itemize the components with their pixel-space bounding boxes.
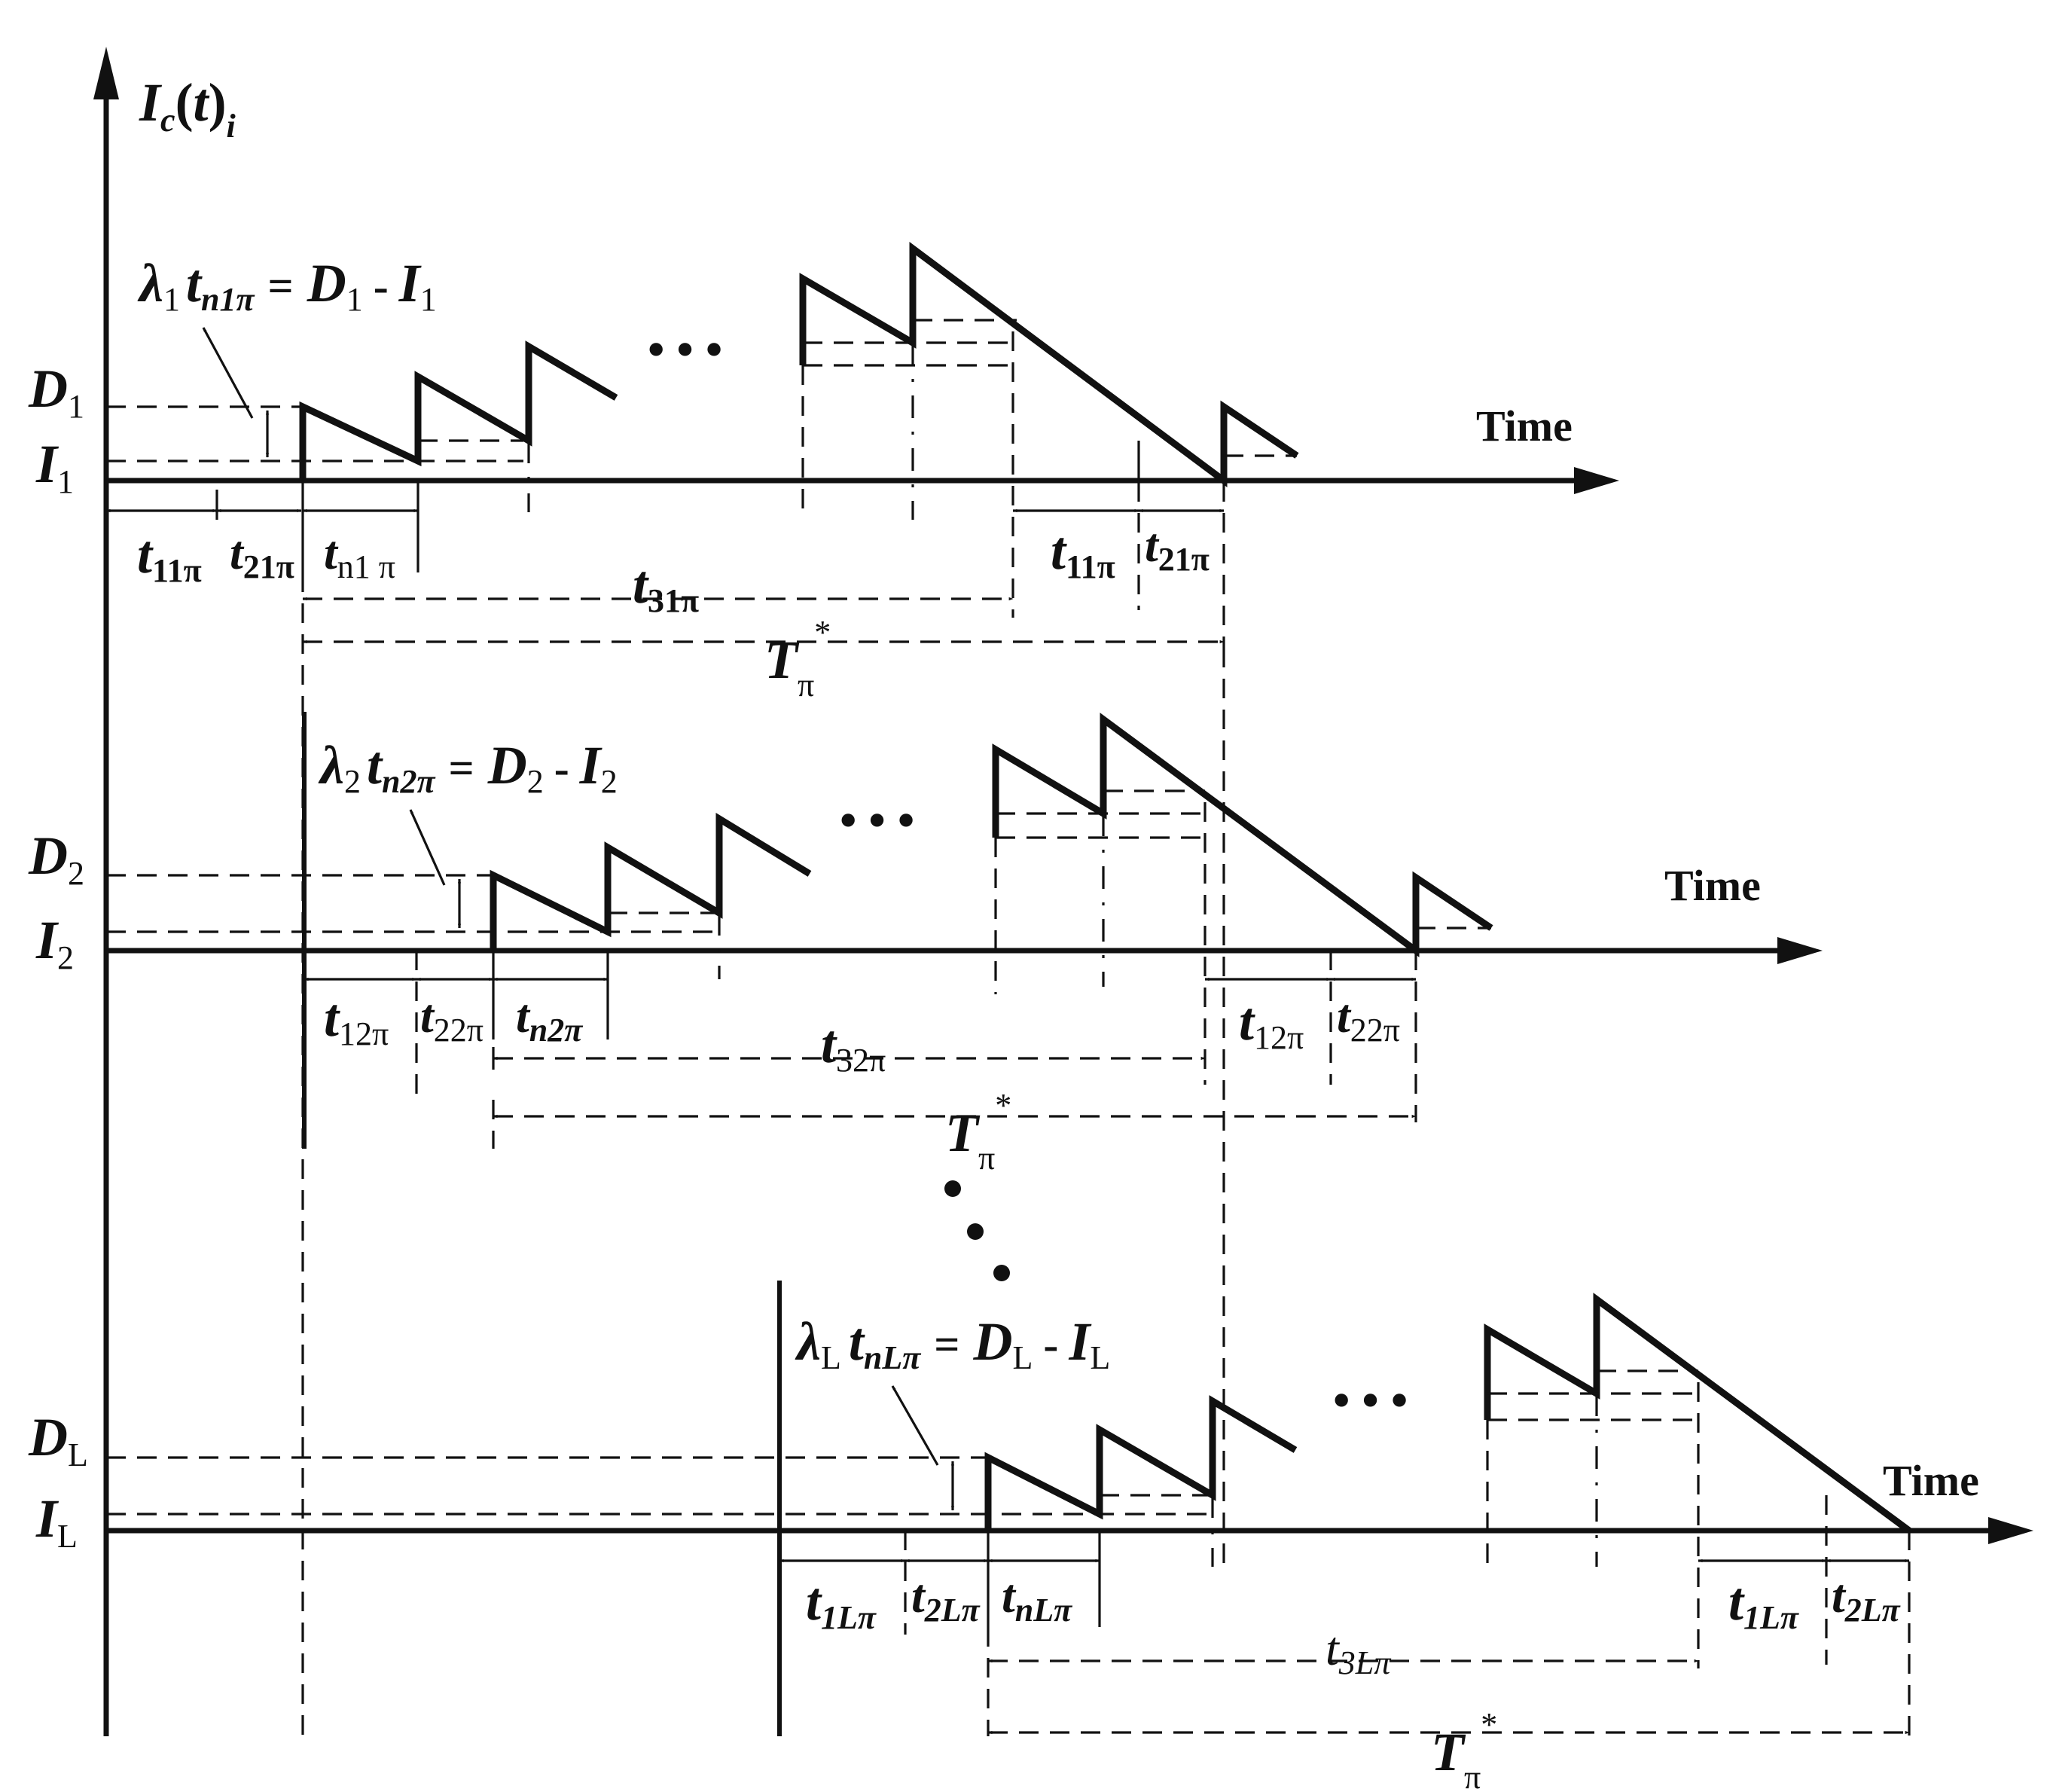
sawtooth-wave-La [984, 1395, 1298, 1531]
t3L-label: t3Lπ [1325, 1622, 1392, 1681]
ellipsis-L: • • • [1333, 1373, 1408, 1427]
t32-label: t32π [821, 1014, 886, 1079]
t12-label: t12π [324, 988, 389, 1052]
i2-level-label: I2 [35, 910, 74, 976]
time-axis-L-arrowhead [1988, 1517, 2033, 1544]
tn1-label: tn1 π [324, 526, 395, 585]
time-axis-1-arrowhead [1574, 467, 1619, 494]
d1-level-label: D1 [28, 359, 84, 425]
t2L-right-label: t2Lπ [1832, 1569, 1901, 1629]
t1L-right-label: t1Lπ [1728, 1571, 1799, 1636]
ellipsis-1: • • • [648, 322, 722, 376]
sawtooth-wave-1a [299, 340, 618, 481]
t31-label: t31π [633, 554, 699, 619]
t11-right-label: t11π [1051, 521, 1115, 585]
equation-pointer-1 [202, 327, 254, 419]
ellipsis-2: • • • [840, 793, 914, 847]
sawtooth-wave-2a [490, 812, 812, 951]
iL-level-label: IL [35, 1488, 78, 1555]
T-star-2-label: Tπ* [945, 1087, 1011, 1177]
tnL-label: tnLπ [1002, 1569, 1072, 1629]
t21-right-label: t21π [1145, 518, 1210, 578]
y-axis: Ic(t)i [93, 47, 236, 1736]
t22-label: t22π [420, 989, 484, 1049]
time-label-2: Time [1664, 861, 1761, 910]
T-star-1-label: Tπ* [764, 614, 831, 704]
i1-level-label: I1 [35, 434, 74, 500]
t12-right-label: t12π [1239, 991, 1304, 1056]
t11-label: t11π [137, 524, 202, 589]
t22-right-label: t22π [1337, 989, 1400, 1049]
t2L-label: t2Lπ [911, 1569, 981, 1629]
t1L-label: t1Lπ [806, 1571, 877, 1636]
time-axis-2-arrowhead [1777, 937, 1823, 964]
vertical-ellipsis [944, 1180, 1010, 1281]
time-label-L: Time [1883, 1456, 1979, 1505]
t21-label: t21π [230, 526, 294, 585]
sawtooth-wave-2b [992, 713, 1493, 957]
dL-level-label: DL [28, 1407, 88, 1473]
d2-level-label: D2 [28, 826, 84, 892]
y-axis-label: Ic(t)i [139, 72, 236, 145]
equation-pointer-2 [409, 809, 446, 886]
time-label-1: Time [1476, 401, 1573, 450]
sawtooth-wave-1b [799, 242, 1299, 487]
equation-pointer-L [891, 1385, 939, 1466]
tn2-label: tn2π [516, 989, 583, 1049]
T-star-L-label: Tπ* [1431, 1706, 1497, 1792]
